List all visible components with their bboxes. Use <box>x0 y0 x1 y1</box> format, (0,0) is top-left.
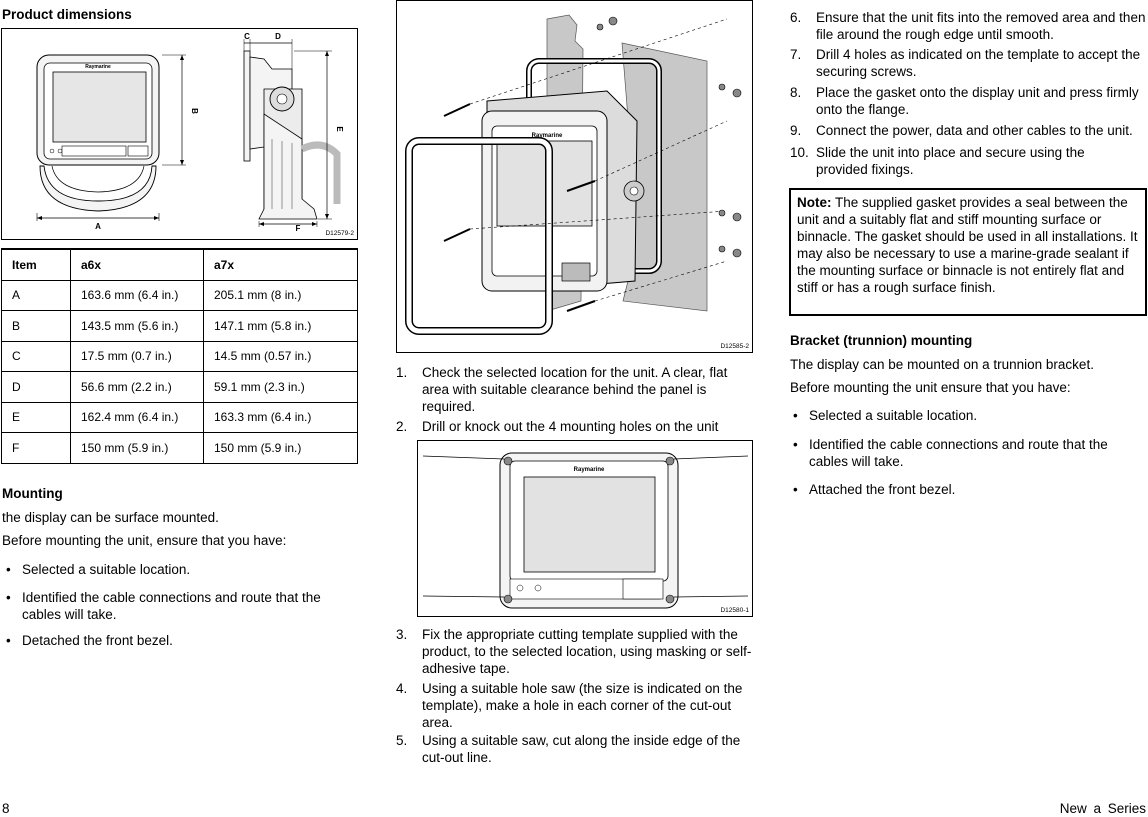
table-cell: 150 mm (5.9 in.) <box>70 432 204 464</box>
table-cell: 163.3 mm (6.4 in.) <box>203 401 358 433</box>
step-text: Connect the power, data and other cables… <box>816 123 1133 138</box>
table-header-a7x: a7x <box>203 248 358 281</box>
dimensions-diagram: Raymarine A B <box>36 32 344 233</box>
table-cell: 17.5 mm (0.7 in.) <box>70 340 204 372</box>
template-holes-figure: Raymarine D12580-1 <box>417 440 753 617</box>
note-box: Note: The supplied gasket provides a sea… <box>789 188 1147 316</box>
step-number: 9. <box>790 123 802 138</box>
step-number: 1. <box>396 365 408 380</box>
note-text: The supplied gasket provides a seal betw… <box>797 195 1138 295</box>
product-dimensions-heading: Product dimensions <box>2 7 132 22</box>
step-text: Drill or knock out the 4 mounting holes … <box>422 419 719 434</box>
bracket-mounting-heading: Bracket (trunnion) mounting <box>790 333 973 348</box>
step-number: 2. <box>396 419 408 434</box>
dimension-label-b: B <box>190 108 199 114</box>
step-text: Drill 4 holes as indicated on the templa… <box>816 47 1141 79</box>
dimension-label-a: A <box>95 222 101 231</box>
step-text: Slide the unit into place and secure usi… <box>816 145 1085 177</box>
step-number: 7. <box>790 47 802 62</box>
step-number: 8. <box>790 85 802 100</box>
table-cell: 147.1 mm (5.8 in.) <box>203 310 358 342</box>
figure2-id: D12585-2 <box>720 343 749 350</box>
template-holes-diagram: Raymarine <box>422 452 749 609</box>
figure1-brand: Raymarine <box>85 64 111 70</box>
table-header-a6x: a6x <box>70 248 204 281</box>
series-name: New a Series <box>1059 801 1146 816</box>
list-item-text: Identified the cable connections and rou… <box>809 437 1108 469</box>
figure1-id: D12579-2 <box>325 230 354 237</box>
step-number: 10. <box>790 145 809 160</box>
table-cell: 205.1 mm (8 in.) <box>203 279 358 311</box>
dimension-label-d: D <box>275 32 281 41</box>
step-text: Fix the appropriate cutting template sup… <box>422 627 752 676</box>
step-number: 5. <box>396 733 408 748</box>
bullet: • <box>6 633 11 648</box>
mounting-heading: Mounting <box>2 486 63 501</box>
table-cell: A <box>1 279 71 311</box>
mounting-paragraph-2: Before mounting the unit, ensure that yo… <box>2 533 287 548</box>
list-item-text: Attached the front bezel. <box>809 482 956 497</box>
dimension-label-e: E <box>335 126 344 132</box>
figure3-brand: Raymarine <box>574 467 605 473</box>
table-cell: C <box>1 340 71 372</box>
bullet: • <box>6 590 11 605</box>
table-cell: 163.6 mm (6.4 in.) <box>70 279 204 311</box>
step-text: Place the gasket onto the display unit a… <box>816 85 1139 117</box>
table-cell: 143.5 mm (5.6 in.) <box>70 310 204 342</box>
table-cell: F <box>1 432 71 464</box>
table-cell: 56.6 mm (2.2 in.) <box>70 371 204 403</box>
list-item-text: Identified the cable connections and rou… <box>22 590 321 622</box>
exploded-mounting-diagram: Raymarine <box>405 14 742 335</box>
step-number: 4. <box>396 681 408 696</box>
step-text: Ensure that the unit fits into the remov… <box>816 10 1146 42</box>
mounting-exploded-figure: Raymarine D12585-2 <box>396 0 753 353</box>
bullet: • <box>793 482 798 497</box>
table-cell: D <box>1 371 71 403</box>
page-number: 8 <box>2 801 10 816</box>
figure3-id: D12580-1 <box>720 607 749 614</box>
table-header-item: Item <box>1 248 71 281</box>
table-cell: E <box>1 401 71 433</box>
list-item-text: Selected a suitable location. <box>22 562 191 577</box>
table-cell: 59.1 mm (2.3 in.) <box>203 371 358 403</box>
table-cell: B <box>1 310 71 342</box>
bracket-paragraph-2: Before mounting the unit ensure that you… <box>790 380 1071 395</box>
step-number: 6. <box>790 10 802 25</box>
step-text: Check the selected location for the unit… <box>422 365 728 414</box>
table-header-row: Item a6x a7x <box>1 248 358 281</box>
table-cell: 150 mm (5.9 in.) <box>203 432 358 464</box>
figure2-brand: Raymarine <box>532 133 563 139</box>
bullet: • <box>6 562 11 577</box>
note-label: Note: <box>797 195 832 210</box>
bullet: • <box>793 437 798 452</box>
step-text: Using a suitable saw, cut along the insi… <box>422 733 741 765</box>
table-cell: 14.5 mm (0.57 in.) <box>203 340 358 372</box>
list-item-text: Detached the front bezel. <box>22 633 173 648</box>
dimension-label-c: C <box>244 32 250 41</box>
table-cell: 162.4 mm (6.4 in.) <box>70 401 204 433</box>
bullet: • <box>793 408 798 423</box>
dimension-label-f: F <box>296 224 301 233</box>
step-text: Using a suitable hole saw (the size is i… <box>422 681 743 730</box>
list-item-text: Selected a suitable location. <box>809 408 978 423</box>
bracket-paragraph-1: The display can be mounted on a trunnion… <box>790 357 1094 372</box>
step-number: 3. <box>396 627 408 642</box>
product-dimensions-figure: Raymarine A B <box>1 28 358 240</box>
mounting-paragraph-1: the display can be surface mounted. <box>2 510 219 525</box>
